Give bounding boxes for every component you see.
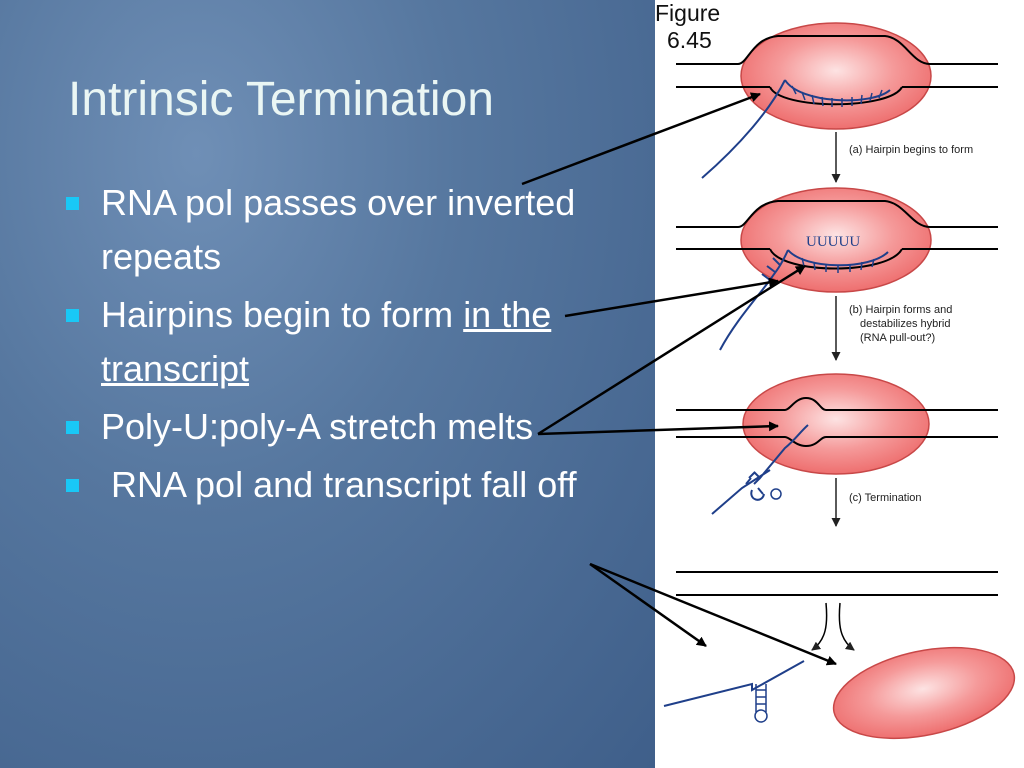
bullet-text: Poly-U:poly-A stretch melts xyxy=(101,406,534,447)
step-b-label: (b) Hairpin forms and destabilizes hybri… xyxy=(849,304,955,344)
dna-template-strand-b xyxy=(676,200,998,228)
figure-caption-label: Figure xyxy=(655,0,721,26)
released-hairpin-stem xyxy=(755,684,767,712)
bullet-item: RNA pol passes over inverted repeats xyxy=(60,176,600,284)
callout-arrow-2 xyxy=(564,277,779,318)
rna-exit-b xyxy=(719,279,771,351)
hairpin-loop-c xyxy=(770,488,782,500)
panel-c xyxy=(676,373,998,515)
bullet-item: Hairpins begin to form in the transcript xyxy=(60,288,600,396)
figure-caption: Figure 6.45 xyxy=(655,0,720,54)
rna-polymerase-c xyxy=(742,373,930,475)
bullet-marker-icon xyxy=(66,421,79,434)
panel-a xyxy=(676,22,998,179)
hairpin-b xyxy=(761,249,789,281)
released-polymerase xyxy=(832,646,1016,740)
bullet-marker-icon xyxy=(66,309,79,322)
bullet-text: RNA pol passes over inverted repeats xyxy=(101,182,576,277)
callout-arrow-4b xyxy=(589,562,837,666)
terminated-rna-c xyxy=(711,424,809,515)
bullet-list: RNA pol passes over inverted repeats Hai… xyxy=(60,176,600,516)
step-b-line3: (RNA pull-out?) xyxy=(860,332,935,344)
dna-template-strand-a xyxy=(676,35,998,65)
step-b-line1: (b) Hairpin forms and xyxy=(849,304,952,316)
dna-template-strand-c xyxy=(676,396,998,411)
base-pairs-a xyxy=(791,85,883,107)
dna-bubble-b xyxy=(769,248,903,270)
panel-final xyxy=(663,571,1016,740)
released-hairpin-loop xyxy=(754,709,768,723)
rna-exit-a xyxy=(701,79,786,179)
release-arrow-right xyxy=(838,602,855,651)
step-c-label: (c) Termination xyxy=(849,492,922,504)
slide-background xyxy=(0,0,655,768)
step-b-line2: destabilizes hybrid xyxy=(860,318,951,330)
released-transcript xyxy=(663,660,805,707)
bullet-item: Poly-U:poly-A stretch melts xyxy=(60,400,600,454)
bullet-marker-icon xyxy=(66,479,79,492)
poly-u-label: UUUUU xyxy=(806,234,860,250)
release-arrow-left xyxy=(811,602,828,651)
figure-caption-number: 6.45 xyxy=(667,27,712,53)
bullet-marker-icon xyxy=(66,197,79,210)
dna-coding-strand-c xyxy=(676,436,998,448)
callout-arrows xyxy=(521,92,837,666)
callout-arrow-3a xyxy=(537,264,806,436)
rna-polymerase-a xyxy=(740,22,932,130)
bullet-text: RNA pol and transcript fall off xyxy=(101,464,577,505)
bullet-text: Hairpins begin to form xyxy=(101,294,454,335)
slide-title: Intrinsic Termination xyxy=(68,73,494,126)
rna-polymerase-b xyxy=(740,187,932,293)
panel-b: UUUUU xyxy=(676,187,998,351)
callout-arrow-1 xyxy=(521,92,761,186)
callout-arrow-3b xyxy=(537,421,779,436)
bullet-underlined-text: in the transcript xyxy=(101,294,552,389)
base-pairs-b xyxy=(801,257,875,273)
callout-arrow-4a xyxy=(589,562,707,648)
step-a-label: (a) Hairpin begins to form xyxy=(849,144,973,156)
bullet-item: RNA pol and transcript fall off xyxy=(60,458,600,512)
